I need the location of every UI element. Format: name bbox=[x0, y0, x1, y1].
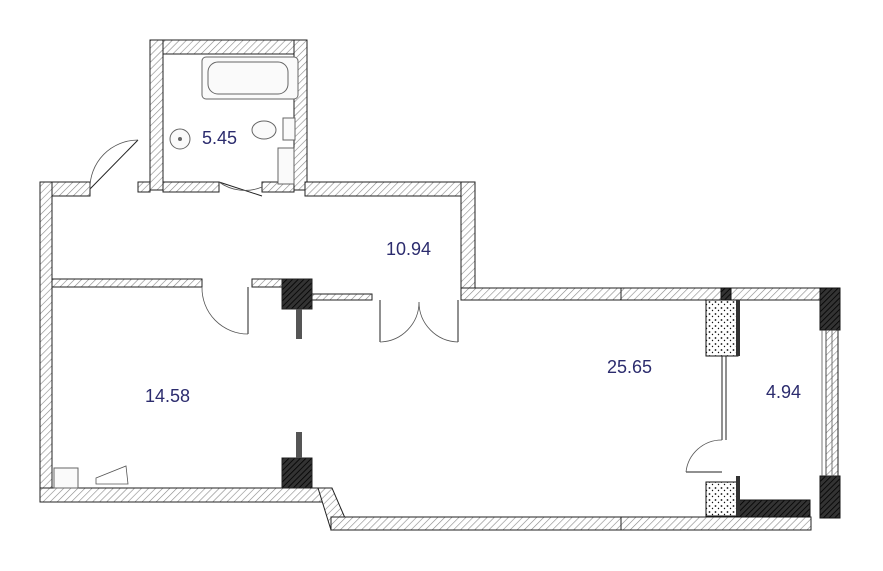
outer-walls bbox=[39, 181, 822, 531]
balcony-walls bbox=[720, 287, 841, 519]
doors bbox=[89, 139, 723, 473]
room-area-living-room: 25.65 bbox=[607, 357, 652, 377]
appliance-icon bbox=[53, 467, 79, 489]
room-area-hallway: 10.94 bbox=[386, 239, 431, 259]
room-area-bedroom: 14.58 bbox=[145, 386, 190, 406]
bathroom-fixtures bbox=[169, 56, 299, 185]
washer-icon bbox=[277, 147, 295, 185]
room-area-balcony: 4.94 bbox=[766, 382, 801, 402]
room-labels: 5.45 10.94 14.58 25.65 4.94 bbox=[145, 128, 801, 406]
columns bbox=[281, 278, 740, 517]
room-area-bathroom: 5.45 bbox=[202, 128, 237, 148]
toilet-icon bbox=[251, 120, 277, 140]
balcony-partition bbox=[721, 356, 727, 440]
bedroom-fixture bbox=[53, 465, 129, 489]
